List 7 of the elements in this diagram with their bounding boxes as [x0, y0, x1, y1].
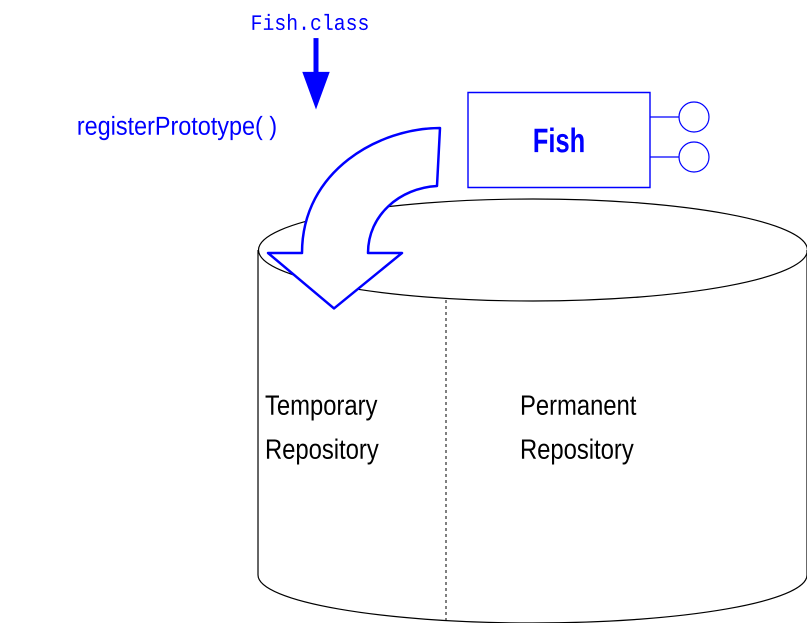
class-box: Fish — [467, 92, 651, 188]
arrow — [266, 126, 442, 310]
region-label: Permanent Repository — [522, 395, 636, 465]
repository-cylinder — [257, 198, 807, 623]
code-label: Fish.class — [252, 14, 368, 30]
region-label: Temporary Repository — [266, 395, 379, 465]
method-label: registerPrototype( ) — [78, 116, 276, 140]
